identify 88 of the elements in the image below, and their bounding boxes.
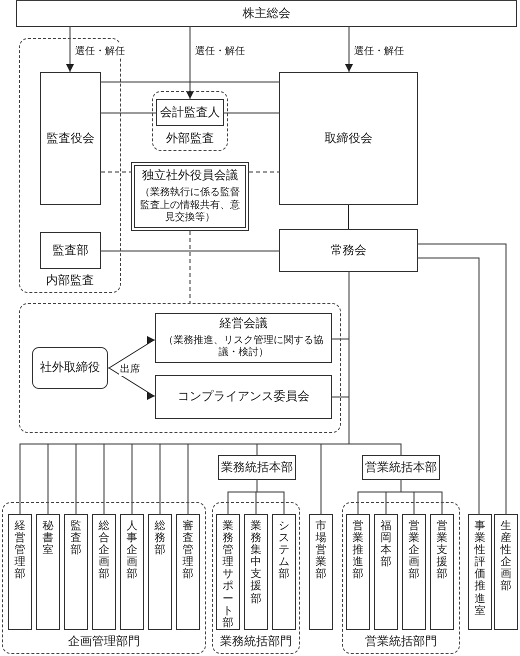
edge-label: 選任・解任 [194,44,246,58]
department-name: 審査管理部 [182,520,194,580]
org-box [156,99,224,126]
connector-line [100,112,156,114]
connector-line [224,112,280,114]
rounded-box [32,347,108,389]
department-box [430,514,454,630]
box-note: （業務執行に係る監督監査上の情報共有、意見交換等） [139,187,241,225]
connector-line [100,250,280,252]
department-name: 業務集中支援部 [250,520,262,605]
connector-line [256,480,284,514]
group-caption: 業務統括部門 [220,634,292,648]
org-box [155,375,332,419]
org-box [40,72,101,205]
arrow [66,26,74,72]
group-caption: 企画管理部門 [68,634,140,648]
connector-line [418,258,480,514]
department-box [216,514,240,630]
department-name: 秘書室 [42,520,54,556]
department-box [244,514,268,630]
department-name: 総務部 [154,520,166,556]
box-title: 会計監査人 [160,104,220,120]
box-title: 社外取締役 [40,360,100,376]
department-box [468,514,492,630]
department-name: 経営管理部 [14,520,26,580]
org-box [16,0,517,27]
box-title: 経営会議 [220,316,268,332]
arrow [108,336,156,368]
connector-line [348,204,349,230]
department-name: システム部 [278,520,290,580]
department-name: 業務管理サポート部 [222,520,234,629]
box-title: コンプライアンス委員会 [178,389,310,405]
edge-label: 選任・解任 [353,44,405,58]
department-box [272,514,296,630]
department-box [64,514,88,630]
department-box [8,514,32,630]
department-box [346,514,370,630]
double-border-box [131,162,249,231]
dashed-group-frame [19,303,341,433]
edge-label: 選任・解任 [74,44,126,58]
department-name: 生産性企画部 [500,520,512,593]
department-box [374,514,398,630]
box-note: （業務推進、リスク管理に関する協議・検討） [162,334,324,360]
department-box [494,514,518,630]
department-box [92,514,116,630]
org-box [40,232,101,269]
arrow [345,26,353,72]
box-title: 監査役会 [46,130,94,146]
org-box [218,455,296,480]
department-box [402,514,426,630]
department-name: 事業性評価推進室 [474,520,486,617]
dashed-group-frame [342,502,460,654]
connector-line [348,272,402,456]
org-box [155,313,332,363]
group-caption: 外部監査 [166,130,214,145]
box-title: 取締役会 [324,130,372,146]
department-box [148,514,172,630]
department-name: 監査部 [70,520,82,556]
box-title: 独立社外役員会議 [142,168,238,184]
box-title: 監査部 [52,242,88,258]
department-box [36,514,60,630]
department-name: 福岡本部 [380,520,392,568]
dashed-group-frame [212,502,300,654]
box-title: 常務会 [330,242,366,258]
department-name: 営業支援部 [436,520,448,580]
connector-line [400,480,442,514]
department-name: 総合企画部 [98,520,110,580]
org-box [279,229,418,272]
department-box [309,514,333,630]
org-box [279,72,418,205]
box-title: 株主総会 [242,6,290,22]
group-caption: 営業統括部門 [365,634,437,648]
edge-label: 出席 [119,362,141,376]
box-title: 業務統括本部 [221,460,293,476]
connector-line [418,244,506,514]
department-name: 市場営業部 [316,520,326,580]
dashed-group-frame [2,502,206,654]
dashed-group-frame [152,91,228,151]
department-box [120,514,144,630]
department-name: 人事企画部 [126,520,138,580]
org-box [362,455,440,480]
department-box [176,514,200,630]
arrow [186,26,194,100]
box-title: 営業統括本部 [365,460,437,476]
department-name: 営業推進部 [352,520,364,580]
arrow [108,368,156,400]
department-name: 営業企画部 [408,520,420,580]
group-caption: 内部監査 [46,272,94,287]
